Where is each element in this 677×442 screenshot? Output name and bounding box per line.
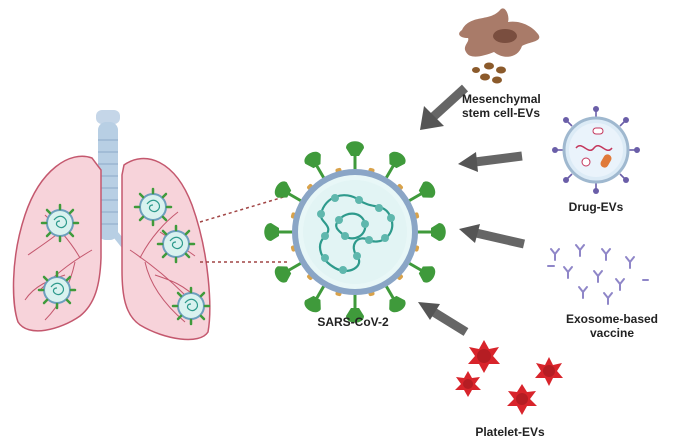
arrow-icon [458, 151, 523, 172]
arrow-icon [459, 224, 526, 249]
coronavirus-icon [37, 270, 77, 310]
arrow-icon [418, 302, 469, 336]
mesenchymal-label-line2: stem cell-EVs [462, 106, 541, 120]
stem-cell-icon [459, 8, 540, 84]
zoom-lines [199, 195, 288, 263]
exosome-label-line1: Exosome-based [565, 312, 659, 326]
platelet-icon [455, 340, 563, 415]
exosome-label-line2: vaccine [589, 326, 635, 340]
coronavirus-icon [156, 224, 196, 264]
spike-proteins [264, 141, 446, 323]
coronavirus-icon [133, 187, 173, 227]
sars-cov-2-virus [264, 141, 446, 323]
platelet-evs-label: Platelet-EVs [475, 425, 545, 439]
antibody-icon [547, 244, 649, 305]
mesenchymal-label-line1: Mesenchymal [462, 92, 541, 106]
arrows [418, 84, 526, 336]
left-lung [12, 155, 102, 332]
arrow-icon [420, 84, 469, 130]
nucleocapsid [317, 194, 395, 274]
vesicle-icon [552, 106, 640, 194]
sars-cov-2-label: SARS-CoV-2 [317, 315, 389, 329]
coronavirus-icon [171, 286, 211, 326]
drug-evs-label: Drug-EVs [568, 200, 624, 214]
coronavirus-icon [40, 203, 80, 243]
lung-virus-instances [37, 187, 211, 326]
lungs-icon [12, 110, 211, 341]
